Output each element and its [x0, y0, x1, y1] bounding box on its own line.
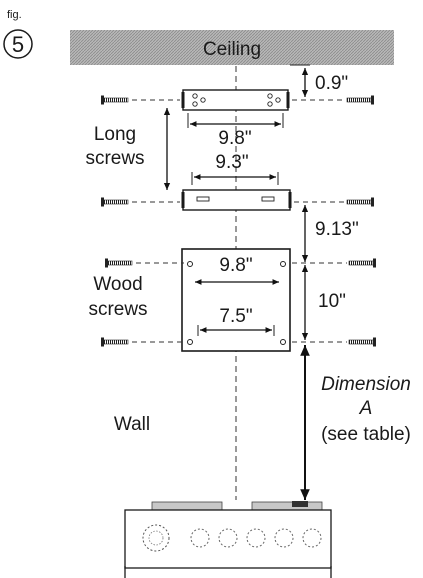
- top-bracket-hole: [192, 93, 198, 99]
- wood-screws-label-line1: Wood: [93, 274, 142, 295]
- figure-label: fig.: [7, 9, 22, 21]
- long-screw-icon: [100, 197, 129, 207]
- figure-number-circle: [3, 29, 33, 59]
- wall-label: Wall: [114, 414, 150, 435]
- figure-number: 5: [12, 32, 24, 57]
- plate-hole: [187, 339, 193, 345]
- wood-screw-icon: [104, 258, 133, 268]
- lower-bracket-slot: [261, 196, 275, 202]
- long-screw-icon: [346, 197, 375, 207]
- dimension-a-label-line3: (see table): [321, 424, 411, 445]
- mounting-plate: [181, 248, 291, 352]
- long-screw-icon: [100, 95, 129, 105]
- plate-top-width-label: 9.8": [219, 255, 252, 276]
- top-bracket: [182, 89, 289, 111]
- top-bracket-hole: [267, 101, 273, 107]
- knob-icon: [274, 528, 294, 548]
- bracket-spacing-label: 9.13": [315, 219, 359, 240]
- top-bracket-hole: [200, 97, 206, 103]
- ceiling-block: [70, 30, 394, 65]
- long-screws-label-line1: Long: [94, 124, 136, 145]
- range-cooktop: [124, 501, 332, 578]
- long-screw-icon: [346, 95, 375, 105]
- knob-icon: [246, 528, 266, 548]
- plate-hole-spacing-label: 10": [318, 291, 346, 312]
- knob-icon: [302, 528, 322, 548]
- wood-screw-icon: [348, 337, 377, 347]
- wood-screws-label-line2: screws: [88, 299, 147, 320]
- knob-icon: [190, 528, 210, 548]
- top-bracket-hole: [275, 97, 281, 103]
- lower-bracket-width-label: 9.3": [215, 152, 248, 173]
- dimension-a-label-line1: Dimension: [321, 374, 411, 395]
- lower-bracket-slot: [196, 196, 210, 202]
- plate-hole: [280, 339, 286, 345]
- top-bracket-hole: [267, 93, 273, 99]
- ceiling-label: Ceiling: [203, 39, 261, 60]
- long-screws-label-line2: screws: [85, 148, 144, 169]
- burner-icon: [142, 524, 170, 552]
- wood-screw-icon: [100, 337, 129, 347]
- plate-bottom-width-label: 7.5": [219, 306, 252, 327]
- ceiling-gap-label: 0.9": [315, 73, 348, 94]
- top-bracket-width-label: 9.8": [218, 128, 251, 149]
- knob-icon: [218, 528, 238, 548]
- plate-hole: [280, 261, 286, 267]
- wood-screw-icon: [348, 258, 377, 268]
- top-bracket-hole: [192, 101, 198, 107]
- dimension-a-label-line2: A: [359, 398, 373, 419]
- plate-hole: [187, 261, 193, 267]
